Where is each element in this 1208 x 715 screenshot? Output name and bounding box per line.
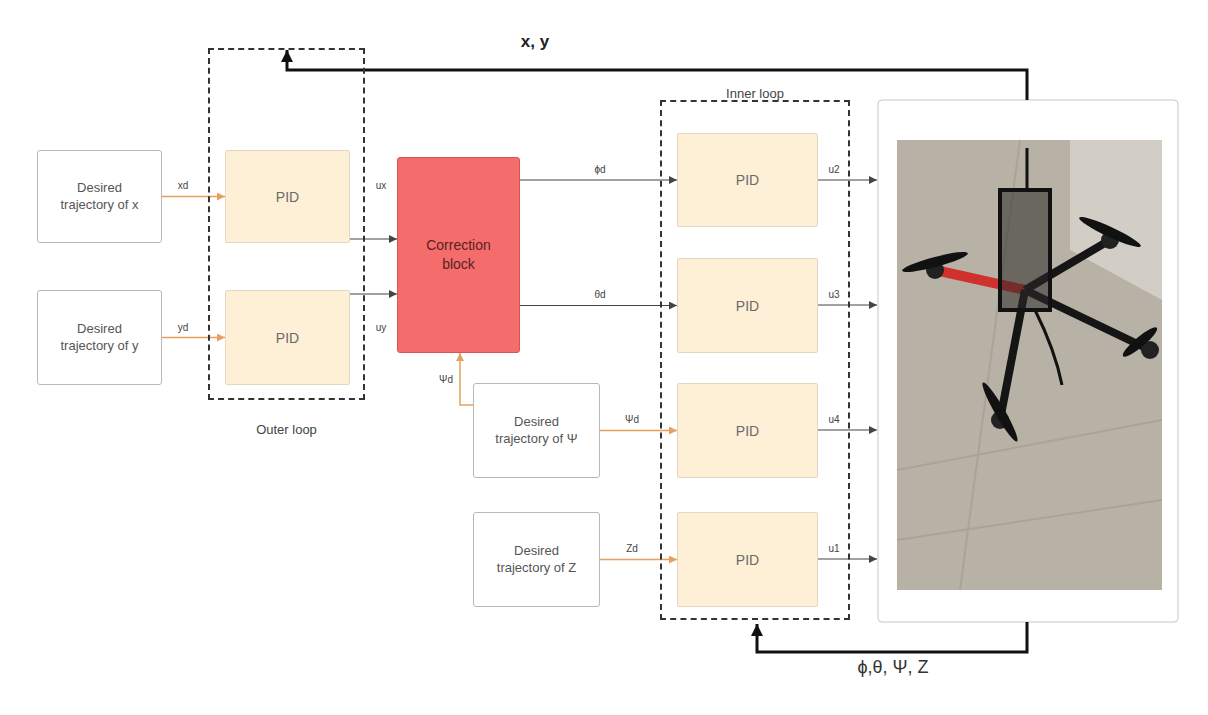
box-label: PID	[736, 423, 759, 439]
signal-connector	[460, 353, 473, 405]
pid-box: PID	[225, 150, 350, 243]
control-signal-label: u3	[826, 289, 841, 301]
correction-box: Correction block	[397, 157, 520, 353]
pid-box: PID	[677, 258, 818, 353]
drone-propeller	[1120, 324, 1160, 360]
drone-propeller	[901, 248, 969, 275]
drone-leg	[1035, 310, 1062, 385]
control-signal-line	[818, 559, 877, 560]
drone-frame	[1000, 190, 1050, 310]
box-label: PID	[736, 172, 759, 188]
signal-connector	[600, 430, 677, 432]
pid-box: PID	[225, 290, 350, 385]
pid-box: PID	[677, 512, 818, 607]
signal-connector	[520, 180, 677, 181]
trajectory-box: Desired trajectory of Z	[473, 512, 600, 607]
feedback-line	[287, 50, 1027, 100]
control-signal-label: u2	[826, 164, 841, 176]
box-label: Desired trajectory of y	[53, 321, 147, 355]
pid-box: PID	[677, 383, 818, 478]
loop-heading: Outer loop	[190, 422, 383, 437]
signal-label: uy	[374, 322, 389, 334]
signal-connector	[600, 559, 677, 561]
pid-box: PID	[677, 133, 818, 227]
drone-propeller	[979, 380, 1022, 444]
drone-propeller	[1077, 213, 1143, 251]
feedback-label: x, y	[519, 32, 551, 52]
box-label: Correction block	[419, 236, 499, 274]
loop-heading: Inner loop	[642, 86, 868, 101]
control-signal-label: u4	[826, 414, 841, 426]
signal-connector	[162, 337, 225, 339]
feedback-line	[757, 622, 1027, 652]
signal-label: Zd	[624, 543, 640, 555]
photo-ground	[897, 140, 1162, 590]
control-signal-label: u1	[826, 543, 841, 555]
signal-connector	[520, 305, 677, 306]
drone-antenna	[1026, 148, 1029, 192]
signal-label: Ψd	[623, 414, 641, 426]
floor-tiles	[897, 140, 1162, 590]
control-signal-line	[818, 305, 877, 306]
signal-connector	[350, 294, 397, 295]
signal-label: ϕd	[592, 164, 607, 176]
box-label: PID	[736, 552, 759, 568]
box-label: PID	[276, 189, 299, 205]
signal-label: ux	[374, 180, 389, 192]
trajectory-box: Desired trajectory of x	[37, 150, 162, 243]
box-label: Desired trajectory of Ψ	[490, 414, 584, 448]
signal-label: xd	[176, 180, 191, 192]
control-signal-line	[818, 180, 877, 181]
signal-connector	[350, 239, 397, 240]
box-label: Desired trajectory of Z	[490, 543, 584, 577]
loop-group: Outer loopPIDPID	[208, 48, 365, 400]
plant-frame	[878, 100, 1178, 622]
signal-label: θd	[592, 289, 607, 301]
trajectory-box: Desired trajectory of Ψ	[473, 383, 600, 478]
box-label: Desired trajectory of x	[53, 180, 147, 214]
photo-wall	[1070, 140, 1162, 300]
trajectory-box: Desired trajectory of y	[37, 290, 162, 385]
control-signal-line	[818, 430, 877, 431]
box-label: PID	[736, 298, 759, 314]
feedback-label: ϕ,θ, Ψ, Z	[855, 657, 930, 678]
box-label: PID	[276, 330, 299, 346]
loop-group: Inner loopPIDPIDPIDPID	[660, 100, 850, 620]
signal-label: yd	[176, 322, 191, 334]
signal-connector	[162, 196, 225, 198]
signal-label: Ψd	[437, 374, 455, 386]
